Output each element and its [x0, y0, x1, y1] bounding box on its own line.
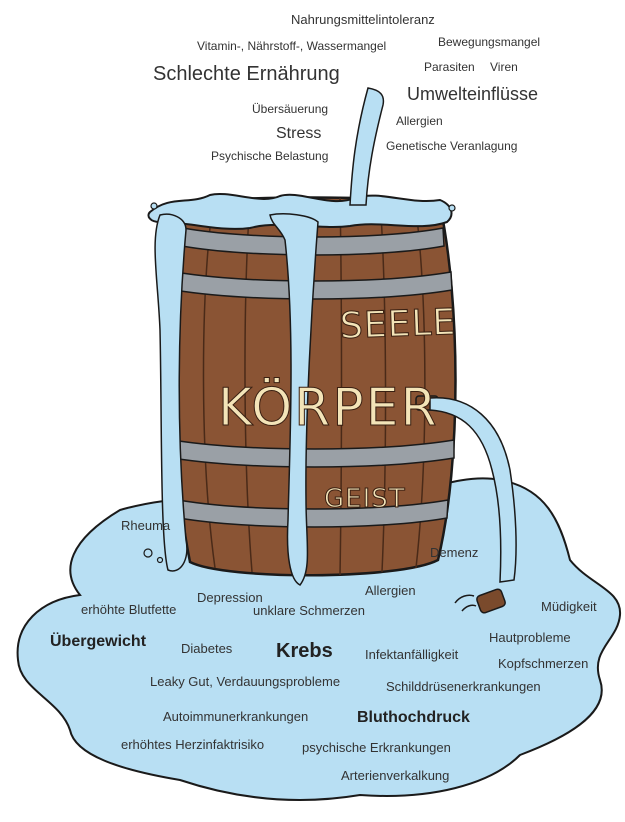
water-run-left: [154, 213, 188, 572]
symptom-leaky-gut: Leaky Gut, Verdauungsprobleme: [150, 674, 341, 689]
cause-bewegungsmangel: Bewegungsmangel: [438, 35, 541, 49]
cause-genetische-veranlagung: Genetische Veranlagung: [386, 139, 518, 153]
cause-schlechte-ernaehrung: Schlechte Ernährung: [153, 63, 340, 85]
water-stream-in: [349, 87, 385, 206]
symptom-allergien: Allergien: [365, 583, 416, 598]
water-jet: [429, 397, 517, 583]
barrel-label-seele: SEELE: [339, 301, 458, 348]
symptom-hautprobleme: Hautprobleme: [489, 630, 571, 645]
cause-viren: Viren: [490, 60, 518, 74]
water-run-front: [269, 213, 319, 586]
symptom-autoimmun: Autoimmunerkrankungen: [163, 709, 309, 724]
cause-parasiten: Parasiten: [424, 60, 475, 74]
symptom-uebergewicht: Übergewicht: [50, 633, 147, 650]
symptom-krebs: Krebs: [276, 640, 333, 662]
symptom-muedigkeit: Müdigkeit: [541, 599, 597, 614]
symptom-rheuma: Rheuma: [121, 518, 171, 533]
cause-allergien: Allergien: [396, 114, 443, 128]
cause-umwelteinfluesse: Umwelteinflüsse: [407, 84, 539, 104]
symptom-psychische: psychische Erkrankungen: [302, 740, 451, 755]
symptom-kopfschmerzen: Kopfschmerzen: [498, 656, 589, 671]
cause-stress: Stress: [276, 125, 322, 142]
cause-psychische-belastung: Psychische Belastung: [211, 149, 329, 163]
symptom-depression: Depression: [197, 590, 263, 605]
barrel-label-geist: GEIST: [324, 484, 406, 515]
water-droplets: [143, 202, 456, 564]
symptom-infektanfaelligkeit: Infektanfälligkeit: [365, 647, 459, 662]
symptom-diabetes: Diabetes: [181, 641, 233, 656]
symptom-unklare-schmerzen: unklare Schmerzen: [253, 603, 365, 618]
cause-nahrungsmittelintoleranz: Nahrungsmittelintoleranz: [291, 12, 435, 27]
symptom-herzinfarkt: erhöhtes Herzinfaktrisiko: [121, 737, 265, 752]
cause-uebersaeuerung: Übersäuerung: [252, 102, 329, 116]
symptom-schilddruese: Schilddrüsenerkrankungen: [386, 679, 541, 694]
motion-lines: [454, 594, 477, 612]
barrel-label-koerper: KÖRPER: [218, 378, 439, 439]
symptom-arterien: Arterienverkalkung: [341, 768, 450, 783]
symptom-erhoehte-blutfette: erhöhte Blutfette: [81, 602, 177, 617]
symptom-demenz: Demenz: [430, 545, 479, 560]
cork-icon: [476, 588, 506, 614]
symptom-bluthochdruck: Bluthochdruck: [357, 709, 470, 726]
water-overflow-top: [147, 193, 453, 230]
cause-vitamin-mangel: Vitamin-, Nährstoff-, Wassermangel: [197, 39, 387, 53]
